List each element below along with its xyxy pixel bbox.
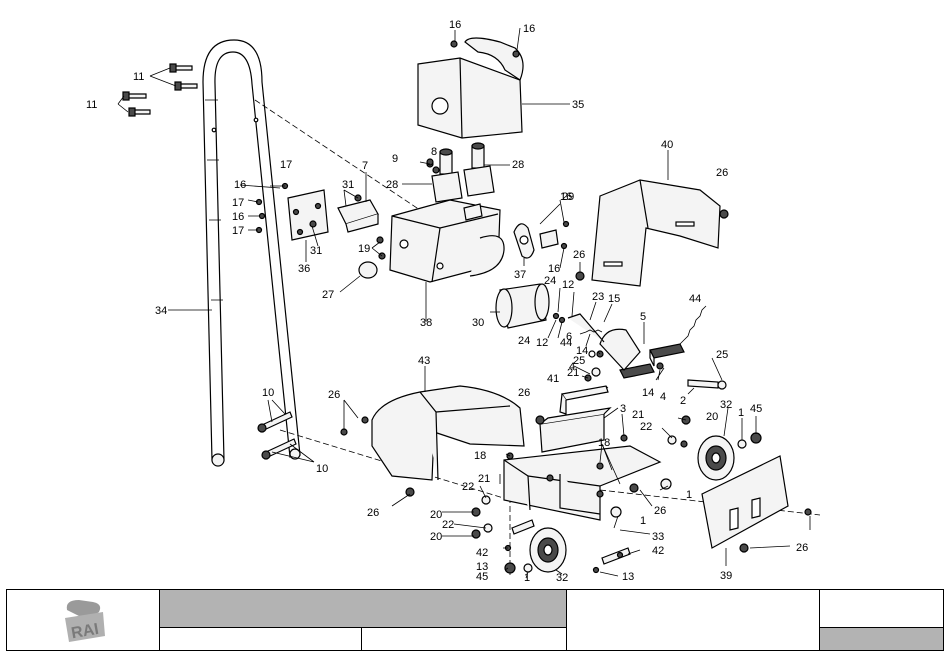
callout-33: 33 (652, 531, 664, 543)
callout-39: 39 (720, 570, 732, 582)
callout-20: 20 (706, 411, 718, 423)
callout-37: 37 (514, 269, 526, 281)
callout-1: 1 (524, 572, 530, 584)
callout-36: 36 (298, 263, 310, 275)
callout-17: 17 (232, 225, 244, 237)
callout-16: 16 (234, 179, 246, 191)
callout-18: 18 (598, 437, 610, 449)
callout-14: 14 (642, 387, 654, 399)
logo-text: RAI (70, 621, 100, 643)
callout-16: 16 (523, 23, 535, 35)
callout-30: 30 (472, 317, 484, 329)
axle-brackets-42 (512, 520, 630, 564)
callout-45: 45 (750, 403, 762, 415)
engine-shroud-43 (372, 366, 524, 480)
title-block-field-center (567, 590, 820, 650)
cap-27 (340, 262, 377, 292)
callout-17: 17 (280, 159, 292, 171)
callout-38: 38 (420, 317, 432, 329)
callout-23: 23 (592, 291, 604, 303)
callout-11: 11 (133, 71, 144, 83)
control-chassis-38 (390, 200, 504, 322)
callout-35: 35 (572, 99, 584, 111)
callout-26: 26 (573, 249, 585, 261)
callout-21: 21 (478, 473, 490, 485)
callout-28: 28 (386, 179, 398, 191)
exploded-parts-diagram: 16 16 11 11 35 8 9 28 28 40 26 17 7 16 3… (0, 0, 950, 585)
callout-16: 16 (548, 263, 560, 275)
callout-8: 8 (431, 146, 437, 158)
callout-18: 18 (474, 450, 486, 462)
control-levers-28 (402, 143, 510, 202)
callout-22: 22 (640, 421, 652, 433)
callout-40: 40 (661, 139, 673, 151)
title-block-field-left (160, 628, 362, 650)
callout-10: 10 (262, 387, 274, 399)
callout-26: 26 (518, 387, 530, 399)
handle-frame-34 (203, 40, 300, 466)
callout-34: 34 (155, 305, 167, 317)
callout-22: 22 (442, 519, 454, 531)
callout-7: 7 (362, 160, 368, 172)
callout-31: 31 (342, 179, 354, 191)
callout-45: 45 (476, 571, 488, 583)
callout-26: 26 (367, 507, 379, 519)
callout-27: 27 (322, 289, 334, 301)
belt-guard-40 (592, 150, 728, 286)
callout-5: 5 (640, 311, 646, 323)
control-cover-35 (418, 38, 570, 138)
callout-26: 26 (654, 505, 666, 517)
callout-13: 13 (622, 571, 634, 583)
callout-12: 12 (536, 337, 548, 349)
callout-21: 21 (567, 367, 579, 379)
logo-cell: RAI (7, 590, 160, 650)
callout-44: 44 (689, 293, 701, 305)
callout-1: 1 (738, 407, 744, 419)
title-block-field-mid (362, 628, 567, 650)
callout-2: 2 (680, 395, 686, 407)
gauge-37-switch-29 (514, 204, 560, 266)
callout-22: 22 (462, 481, 474, 493)
callout-1: 1 (640, 515, 646, 527)
title-block-field-right (820, 590, 943, 628)
title-block-shaded-field (160, 590, 567, 628)
callout-1: 1 (686, 489, 692, 501)
callout-44: 44 (560, 337, 572, 349)
title-block: RAI (6, 589, 944, 651)
callout-42: 42 (652, 545, 664, 557)
callout-21: 21 (632, 409, 644, 421)
callout-41: 41 (547, 373, 559, 385)
callout-12: 12 (562, 279, 574, 291)
callout-43: 43 (418, 355, 430, 367)
title-block-shaded-right (820, 628, 943, 650)
callout-19: 19 (358, 243, 370, 255)
callout-32: 32 (720, 399, 732, 411)
callout-26: 26 (796, 542, 808, 554)
callout-26: 26 (328, 389, 340, 401)
rai-logo-icon: RAI (7, 590, 160, 650)
callout-4: 4 (660, 391, 666, 403)
callout-20: 20 (430, 531, 442, 543)
callout-26: 26 (716, 167, 728, 179)
motor-30 (490, 284, 549, 328)
callout-25: 25 (716, 349, 728, 361)
callout-20: 20 (430, 509, 442, 521)
callout-9: 9 (392, 153, 398, 165)
callout-16: 16 (449, 19, 461, 31)
bolts-11 (118, 64, 197, 116)
callout-3: 3 (620, 403, 626, 415)
callout-16: 16 (560, 191, 572, 203)
callout-42: 42 (476, 547, 488, 559)
callout-15: 15 (608, 293, 620, 305)
callout-24: 24 (518, 335, 530, 347)
callout-16: 16 (232, 211, 244, 223)
callout-32: 32 (556, 572, 568, 584)
callout-10: 10 (316, 463, 328, 475)
callout-24: 24 (544, 275, 556, 287)
callout-28: 28 (512, 159, 524, 171)
callout-11: 11 (86, 99, 97, 111)
callout-31: 31 (310, 245, 322, 257)
callout-17: 17 (232, 197, 244, 209)
shaft-2 (688, 358, 726, 394)
